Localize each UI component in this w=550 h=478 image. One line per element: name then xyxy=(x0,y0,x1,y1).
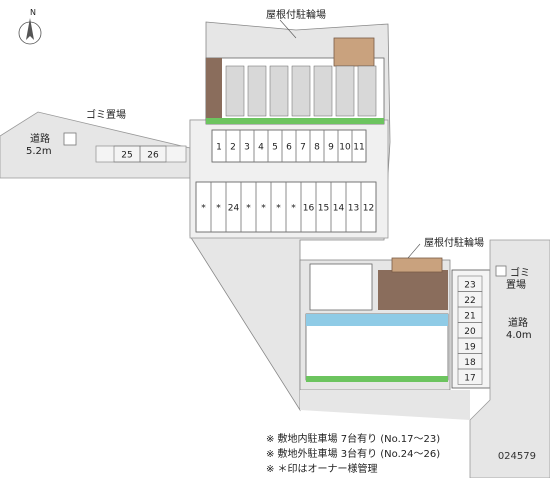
note-2: ※ 敷地外駐車場 3台有り (No.24〜26) xyxy=(266,449,441,460)
parking-space-lower-3-label: * xyxy=(246,204,251,214)
parking-space-right-1-label: 22 xyxy=(464,296,475,306)
parking-space-right-3-label: 20 xyxy=(464,327,476,337)
parking-space-right-4-label: 19 xyxy=(464,342,476,352)
road-right xyxy=(469,239,550,478)
garbage-area-left xyxy=(63,132,77,146)
parking-space-upper-8-label: 9 xyxy=(328,143,334,153)
parking-space-lower-8-label: 15 xyxy=(318,204,329,214)
garbage-right-label-1: ゴミ xyxy=(510,268,530,279)
parking-space-lower-0-label: * xyxy=(201,204,206,214)
parking-space-right-6-label: 17 xyxy=(464,373,475,383)
road-left-label-1: 道路 xyxy=(30,134,50,145)
parking-space-upper-10-cell xyxy=(351,129,367,163)
parking-space-lower-10-label: 13 xyxy=(348,204,359,214)
parking-space-lower-6-label: * xyxy=(291,204,296,214)
compass-north-label: N xyxy=(30,8,36,17)
parking-space-right-6-cell xyxy=(457,368,483,385)
building-lower xyxy=(299,257,451,391)
parking-space-upper-2-label: 3 xyxy=(244,143,250,153)
road-right-label-2: 4.0m xyxy=(506,330,532,341)
parking-space-upper-7-label: 8 xyxy=(314,143,320,153)
parking-space-lower-9-label: 14 xyxy=(333,204,345,214)
parking-space-lower-7-label: 16 xyxy=(303,204,315,214)
garbage-area-right xyxy=(495,265,507,277)
parking-space-right-2-label: 21 xyxy=(464,311,475,321)
garbage-left-label: ゴミ置場 xyxy=(86,110,126,121)
listing-code: 024579 xyxy=(497,451,536,462)
parking-space-upper-0-label: 1 xyxy=(216,143,222,153)
garbage-right-label-2: 置場 xyxy=(506,280,526,291)
parking-strip-left xyxy=(95,145,187,163)
parking-space-lower-1-label: * xyxy=(216,204,221,214)
parking-space-lower-4-label: * xyxy=(261,204,266,214)
bike-parking-top-label: 屋根付駐輪場 xyxy=(266,10,326,21)
parking-space-upper-1-label: 2 xyxy=(230,143,236,153)
parking-space-upper-5-label: 6 xyxy=(286,143,292,153)
parking-space-upper-3-label: 4 xyxy=(258,143,264,153)
parking-space-lower-5-label: * xyxy=(276,204,281,214)
parking-column-right xyxy=(451,269,491,389)
parking-space-lower-11-cell xyxy=(360,181,377,233)
parking-space-upper-6-label: 7 xyxy=(300,143,306,153)
parking-space-right-5-label: 18 xyxy=(464,358,476,368)
parking-space-left-1-label: 26 xyxy=(147,151,159,161)
road-right-label-1: 道路 xyxy=(508,318,528,329)
road-left-label-2: 5.2m xyxy=(26,146,52,157)
building-upper xyxy=(205,37,385,125)
note-1: ※ 敷地内駐車場 7台有り (No.17〜23) xyxy=(266,434,441,445)
note-3: ※ ＊印はオーナー様管理 xyxy=(266,464,378,475)
parking-space-lower-2-label: 24 xyxy=(228,204,240,214)
parking-space-left-1-cell xyxy=(139,145,167,163)
parking-space-upper-9-label: 10 xyxy=(339,143,351,153)
compass-icon xyxy=(18,18,42,45)
parking-space-left-0-label: 25 xyxy=(121,151,132,161)
bike-parking-right-label: 屋根付駐輪場 xyxy=(424,238,484,249)
parking-space-lower-11-label: 12 xyxy=(363,204,374,214)
parking-space-upper-10-label: 11 xyxy=(353,143,364,153)
parking-space-right-0-label: 23 xyxy=(464,280,475,290)
parking-space-upper-4-label: 5 xyxy=(272,143,278,153)
